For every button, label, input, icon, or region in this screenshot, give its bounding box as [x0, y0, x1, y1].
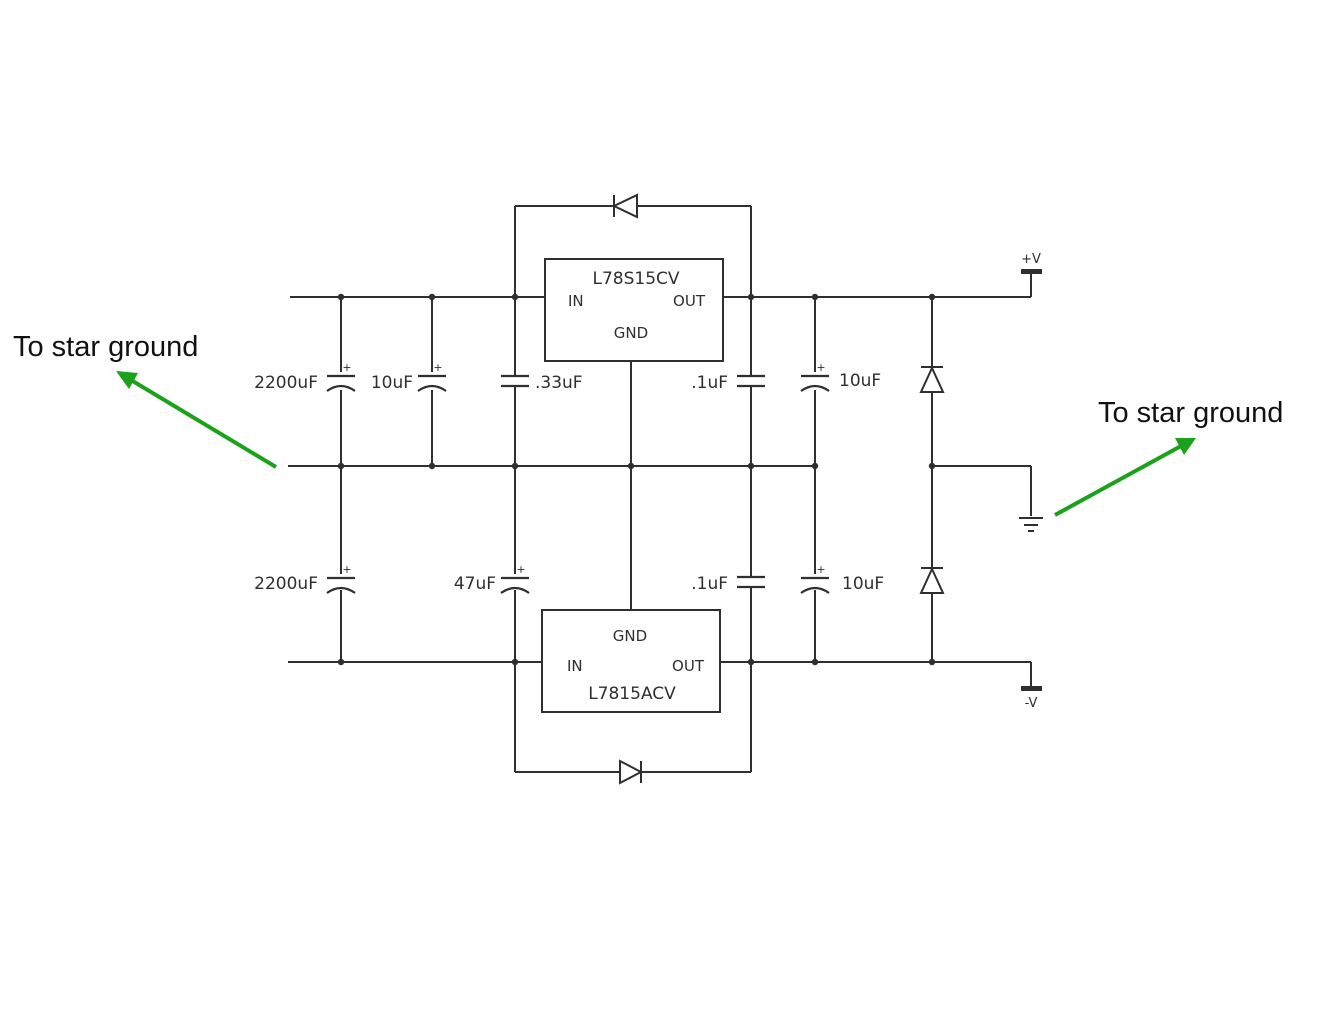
junction-dots: [337, 293, 936, 666]
regulator-positive-in-pin: IN: [568, 292, 584, 310]
diode-bottom: [619, 759, 644, 785]
diode-right-upper: [919, 365, 945, 393]
capacitor-c1-label: 2200uF: [254, 373, 318, 393]
capacitor-c4: .1uF: [691, 373, 765, 393]
annotation-left: To star ground: [13, 331, 278, 469]
capacitor-c6: + 2200uF: [254, 563, 356, 594]
capacitor-c3-label: .33uF: [535, 373, 583, 393]
regulator-positive-out-pin: OUT: [673, 292, 706, 310]
regulator-positive: L78S15CV IN OUT GND: [544, 258, 724, 362]
capacitor-c7-label: 47uF: [454, 574, 496, 594]
diode-top: [611, 193, 638, 219]
capacitor-c9-label: 10uF: [842, 574, 884, 594]
svg-text:+: +: [342, 361, 351, 374]
capacitor-c3: .33uF: [501, 373, 583, 393]
negative-rail-label: -V: [1025, 696, 1038, 711]
capacitor-c8-label: .1uF: [691, 574, 728, 594]
arrow-right-icon: [1054, 444, 1182, 517]
ground-symbol-icon: [1019, 517, 1043, 532]
capacitor-c2: + 10uF: [371, 361, 447, 393]
wires: [288, 205, 1032, 773]
regulator-negative: GND IN OUT L7815ACV: [541, 609, 721, 713]
svg-text:+: +: [433, 361, 442, 374]
capacitor-c1: + 2200uF: [254, 361, 356, 393]
capacitor-c2-label: 10uF: [371, 373, 413, 393]
capacitor-c8: .1uF: [691, 574, 765, 594]
positive-rail-label: +V: [1021, 252, 1041, 267]
regulator-negative-out-pin: OUT: [672, 657, 705, 675]
regulator-negative-in-pin: IN: [567, 657, 583, 675]
svg-text:+: +: [342, 563, 351, 576]
capacitor-c6-label: 2200uF: [254, 574, 318, 594]
svg-text:+: +: [816, 361, 825, 374]
annotation-left-text: To star ground: [13, 331, 198, 363]
capacitor-c4-label: .1uF: [691, 373, 728, 393]
capacitor-c7: + 47uF: [454, 563, 530, 594]
annotation-right-text: To star ground: [1098, 397, 1283, 429]
positive-rail-terminal: +V: [1021, 252, 1042, 274]
regulator-negative-gnd-pin: GND: [613, 627, 647, 645]
regulator-negative-name: L7815ACV: [588, 684, 676, 704]
svg-text:+: +: [816, 563, 825, 576]
capacitor-c5: + 10uF: [800, 361, 881, 392]
capacitor-c9: + 10uF: [800, 563, 884, 594]
regulator-positive-gnd-pin: GND: [614, 324, 648, 342]
arrow-left-icon: [129, 378, 278, 469]
negative-rail-terminal: -V: [1021, 686, 1042, 711]
svg-text:+: +: [516, 563, 525, 576]
diode-right-lower: [919, 566, 945, 594]
capacitor-c5-label: 10uF: [839, 371, 881, 391]
regulator-positive-name: L78S15CV: [592, 269, 679, 289]
annotation-right: To star ground: [1054, 397, 1283, 517]
